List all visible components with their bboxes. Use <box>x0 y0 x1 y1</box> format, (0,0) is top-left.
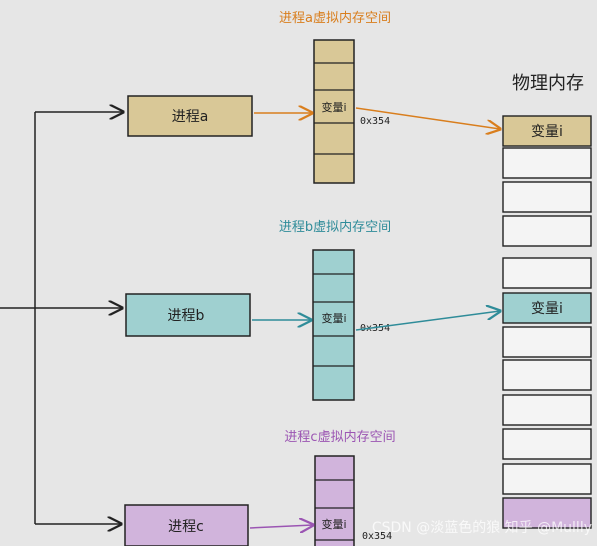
process-a-vm-title: 进程a虚拟内存空间 <box>279 10 391 26</box>
physical-memory-cell-label: 变量i <box>531 124 563 140</box>
physical-memory-cell <box>502 215 592 247</box>
process-b-box <box>125 293 251 337</box>
process-b-label: 进程b <box>168 308 205 324</box>
physical-memory-cell <box>502 394 592 426</box>
physical-memory-cell <box>502 326 592 358</box>
process-c-addr: 0x354 <box>362 531 392 542</box>
process-a-box <box>127 95 253 137</box>
branch-connector <box>0 112 123 524</box>
process-c-box <box>124 504 249 546</box>
physical-memory-cell <box>502 147 592 179</box>
process-b-addr: 0x354 <box>360 323 390 334</box>
physical-memory-cell <box>502 115 592 147</box>
physical-memory-cell <box>502 257 592 289</box>
watermark-text: CSDN @淡蓝色的狼 知乎 @Mullly <box>372 519 592 536</box>
process-b-vm-var: 变量i <box>321 311 346 325</box>
physical-memory-cell <box>502 428 592 460</box>
physical-memory-cell <box>502 497 592 529</box>
process-c-vm-var: 变量i <box>321 517 346 531</box>
physical-memory-cell <box>502 181 592 213</box>
process-c-vm-title: 进程c虚拟内存空间 <box>284 429 395 445</box>
process-b-group: 进程b虚拟内存空间 进程b 变量i 0x354 <box>125 219 500 401</box>
process-b-vm-title: 进程b虚拟内存空间 <box>279 219 391 235</box>
process-a-vm-var: 变量i <box>321 100 346 114</box>
process-a-vm-column <box>313 39 355 184</box>
process-a-group: 进程a虚拟内存空间 进程a 变量i 0x354 <box>127 10 500 184</box>
process-c-to-vm-arrow <box>249 525 313 528</box>
process-a-label: 进程a <box>172 109 209 125</box>
physical-memory-cell <box>502 292 592 324</box>
physical-memory-cell-label: 变量i <box>531 301 563 317</box>
process-c-label: 进程c <box>168 519 204 535</box>
process-b-vm-column <box>312 249 355 401</box>
process-a-addr: 0x354 <box>360 116 390 127</box>
physical-memory-title: 物理内存 <box>512 73 584 94</box>
process-a-to-phys-arrow <box>355 107 500 129</box>
process-c-group: 进程c虚拟内存空间 进程c 变量i 0x354 <box>124 429 396 546</box>
physical-memory-cell <box>502 359 592 391</box>
physical-memory-cell <box>502 463 592 495</box>
process-b-to-phys-arrow <box>355 311 500 331</box>
physical-memory-column: 变量i 变量i <box>502 115 592 529</box>
process-c-vm-column <box>314 455 355 546</box>
